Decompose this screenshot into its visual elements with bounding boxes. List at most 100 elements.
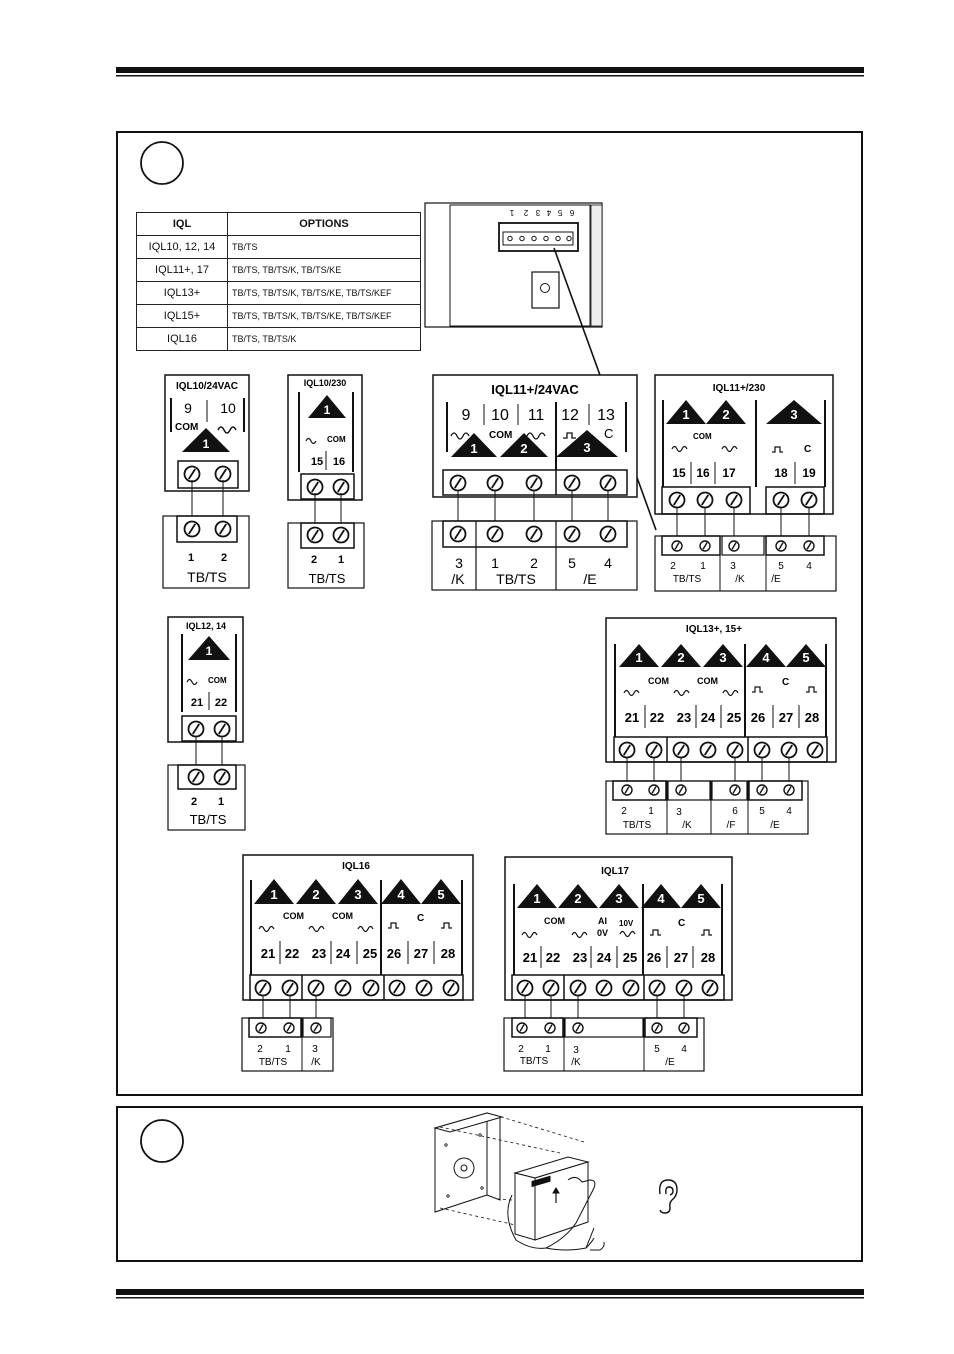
slot-number: 1 <box>682 407 689 422</box>
base-label: /E <box>583 571 596 587</box>
ac-symbol <box>623 689 640 697</box>
slot-number: 1 <box>470 441 477 456</box>
diagram-iql17: IQL17 1 2 3 4 5 COM AI 0V 10V C 21 22 23… <box>503 856 733 1072</box>
pulse-symbol <box>388 922 399 929</box>
ac-symbol <box>722 689 739 697</box>
slot-triangle <box>558 884 598 908</box>
diagram-title: IQL10/230 <box>304 378 347 388</box>
terminal-number: 26 <box>387 946 401 961</box>
pulse-symbol <box>772 446 783 453</box>
slot-number: 4 <box>657 891 665 906</box>
base-number: 5 <box>759 806 765 817</box>
base-number: 5 <box>778 561 784 572</box>
diagram-title: IQL11+/230 <box>713 383 766 394</box>
terminal-number: 15 <box>311 456 323 468</box>
terminal-number: 28 <box>805 710 819 725</box>
connector-label: 2 <box>523 208 528 217</box>
base-label: TB/TS <box>309 571 346 586</box>
connector-label: 1 <box>509 208 514 217</box>
terminal-number: 23 <box>677 710 691 725</box>
diagram-iql10-230: IQL10/230 1 COM 15 16 2 1 TB/TS <box>287 374 365 589</box>
slot-number: 3 <box>583 440 590 455</box>
terminal-number: 28 <box>441 946 455 961</box>
base-number: 2 <box>311 554 317 566</box>
slot-number: 3 <box>354 887 361 902</box>
base-label: /K <box>571 1057 581 1068</box>
ac-symbol <box>721 445 738 453</box>
com-label: COM <box>175 422 198 433</box>
slot-number: 5 <box>437 887 444 902</box>
base-number: 3 <box>455 555 463 571</box>
header-rule <box>116 67 864 77</box>
terminal-number: 16 <box>333 456 345 468</box>
slot-triangle <box>766 400 822 424</box>
slot-number: 2 <box>312 887 319 902</box>
terminal-number: 15 <box>672 466 686 480</box>
ac-symbol <box>450 432 470 440</box>
slot-triangle <box>599 884 639 908</box>
footer-rule <box>116 1289 864 1299</box>
diagram-iql11-230: IQL11+/230 1 2 3 COM C 15 16 17 18 19 <box>654 374 837 592</box>
diagram-title: IQL12, 14 <box>186 621 226 631</box>
terminal-number: 18 <box>774 466 788 480</box>
slot-triangle <box>381 879 421 904</box>
device-back-view: 6 5 4 3 2 1 <box>424 202 657 531</box>
terminal-number: 21 <box>625 710 639 725</box>
slot-number: 2 <box>677 650 684 665</box>
base-number: 4 <box>786 806 792 817</box>
ten-volt-label: 10V <box>619 919 634 928</box>
terminal-number: 21 <box>523 950 537 965</box>
base-label: TB/TS <box>623 820 652 831</box>
terminal-number: 21 <box>191 697 203 709</box>
c-label: C <box>678 918 685 929</box>
base-label: /K <box>682 820 692 831</box>
base-number: 1 <box>545 1044 551 1055</box>
base-label: /K <box>311 1057 321 1068</box>
slot-number: 1 <box>203 437 210 451</box>
terminal-number: 24 <box>597 950 612 965</box>
slot-triangle <box>703 644 743 667</box>
slot-triangle <box>666 400 706 424</box>
ac-symbol <box>526 432 546 440</box>
base-number: 1 <box>338 554 344 566</box>
terminal-number: 24 <box>336 946 351 961</box>
slot-number: 1 <box>270 887 277 902</box>
pulse-symbol <box>752 686 763 693</box>
com-label: COM <box>283 911 304 921</box>
terminal-number: 26 <box>751 710 765 725</box>
base-label: TB/TS <box>259 1057 288 1068</box>
diagram-title: IQL16 <box>342 861 370 872</box>
com-label: COM <box>648 676 669 686</box>
com-label: COM <box>208 676 227 685</box>
terminal-number: 13 <box>597 407 615 424</box>
com-label: COM <box>693 432 712 441</box>
table-row: IQL13+TB/TS, TB/TS/K, TB/TS/KE, TB/TS/KE… <box>136 281 421 305</box>
diagram-iql11-24vac: IQL11+/24VAC 9 10 11 12 13 COM C 1 2 3 <box>431 374 638 591</box>
base-number: 3 <box>676 807 682 818</box>
slot-triangle <box>296 879 336 904</box>
diagram-title: IQL17 <box>601 866 629 877</box>
slot-number: 1 <box>533 891 540 906</box>
slot-triangle <box>451 433 497 457</box>
slot-number: 3 <box>719 650 726 665</box>
zero-volt-label: 0V <box>597 928 608 938</box>
terminal-number: 23 <box>312 946 326 961</box>
slot-number: 5 <box>697 891 704 906</box>
slot-triangle <box>188 636 230 660</box>
slot-triangle <box>619 644 659 667</box>
base-number: 6 <box>732 806 738 817</box>
base-label: TB/TS <box>520 1056 549 1067</box>
terminal-number: 25 <box>363 946 377 961</box>
slot-number: 4 <box>397 887 405 902</box>
slot-number: 2 <box>574 891 581 906</box>
base-number: 4 <box>604 555 612 571</box>
com-label: COM <box>697 676 718 686</box>
terminal-number: 11 <box>528 407 545 424</box>
base-label: TB/TS <box>190 812 227 827</box>
ac-symbol <box>521 931 538 939</box>
base-number: 1 <box>218 796 224 808</box>
slot-triangle <box>517 884 557 908</box>
